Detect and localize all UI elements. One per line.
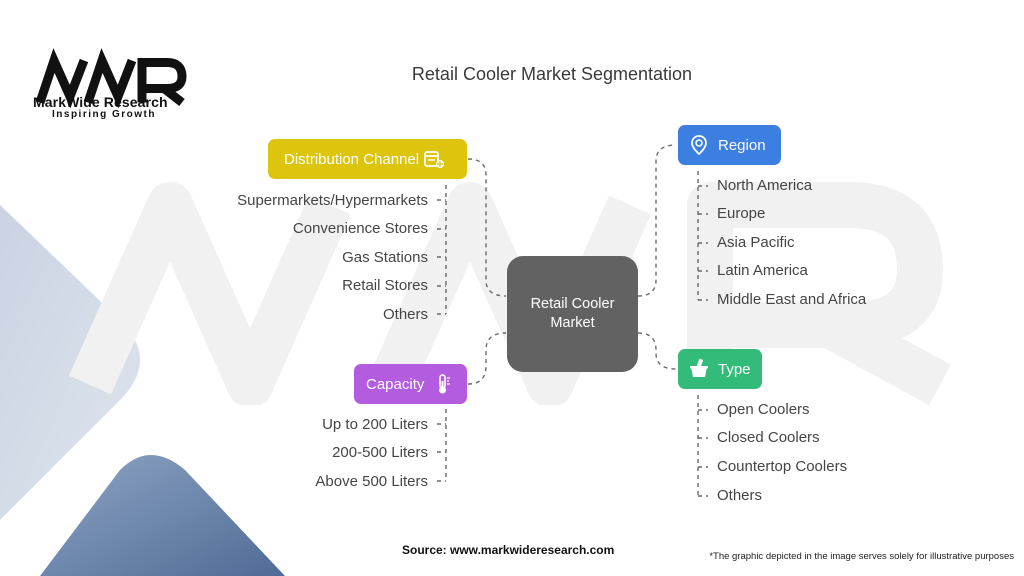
location-pin-icon: [688, 134, 710, 156]
center-node-line1: Retail Cooler: [530, 296, 615, 312]
page-title: Retail Cooler Market Segmentation: [411, 64, 693, 84]
background-decoration: [0, 205, 285, 576]
type-item: Others: [717, 487, 763, 504]
type-item: Countertop Coolers: [717, 458, 848, 475]
branch-distribution-channel: Distribution Channel: [268, 139, 467, 179]
store-icon: [423, 148, 445, 170]
disclaimer-note: *The graphic depicted in the image serve…: [709, 551, 1014, 562]
capacity-item: Up to 200 Liters: [322, 416, 428, 433]
connector-capacity: [467, 332, 507, 385]
distribution-item: Supermarkets/Hypermarkets: [237, 192, 428, 209]
connector-type: [637, 332, 677, 370]
center-node-line2: Market: [550, 315, 595, 331]
thermometer-icon: [432, 373, 454, 395]
branch-region: Region: [678, 125, 781, 165]
region-item: Middle East and Africa: [717, 291, 867, 308]
region-item: Latin America: [717, 262, 808, 279]
branch-capacity: Capacity: [354, 364, 467, 404]
capacity-item: 200-500 Liters: [332, 444, 428, 461]
type-item: Open Coolers: [717, 401, 810, 418]
capacity-item: Above 500 Liters: [315, 473, 428, 490]
brand-name: MarkWide Research: [33, 94, 168, 110]
branch-capacity-label: Capacity: [366, 375, 425, 393]
region-item: North America: [717, 177, 813, 194]
distribution-item: Convenience Stores: [292, 220, 428, 237]
brand-tagline: Inspiring Growth: [52, 109, 156, 120]
ice-bucket-icon: [688, 358, 710, 380]
branch-type-label: Type: [718, 360, 751, 378]
source-note: Source: www.markwideresearch.com: [402, 543, 615, 557]
distribution-item: Retail Stores: [342, 277, 428, 294]
type-item: Closed Coolers: [717, 429, 820, 446]
region-item: Europe: [717, 205, 766, 222]
distribution-item: Gas Stations: [342, 249, 428, 266]
center-node: Retail Cooler Market: [507, 256, 638, 372]
connector-distribution: [467, 158, 507, 297]
branch-distribution-label: Distribution Channel: [284, 150, 420, 168]
brand-logo-icon: [35, 48, 187, 109]
distribution-item: Others: [382, 306, 428, 323]
branch-region-label: Region: [718, 136, 766, 154]
region-item: Asia Pacific: [717, 234, 795, 251]
connector-region: [637, 144, 677, 297]
branch-type: Type: [678, 349, 762, 389]
